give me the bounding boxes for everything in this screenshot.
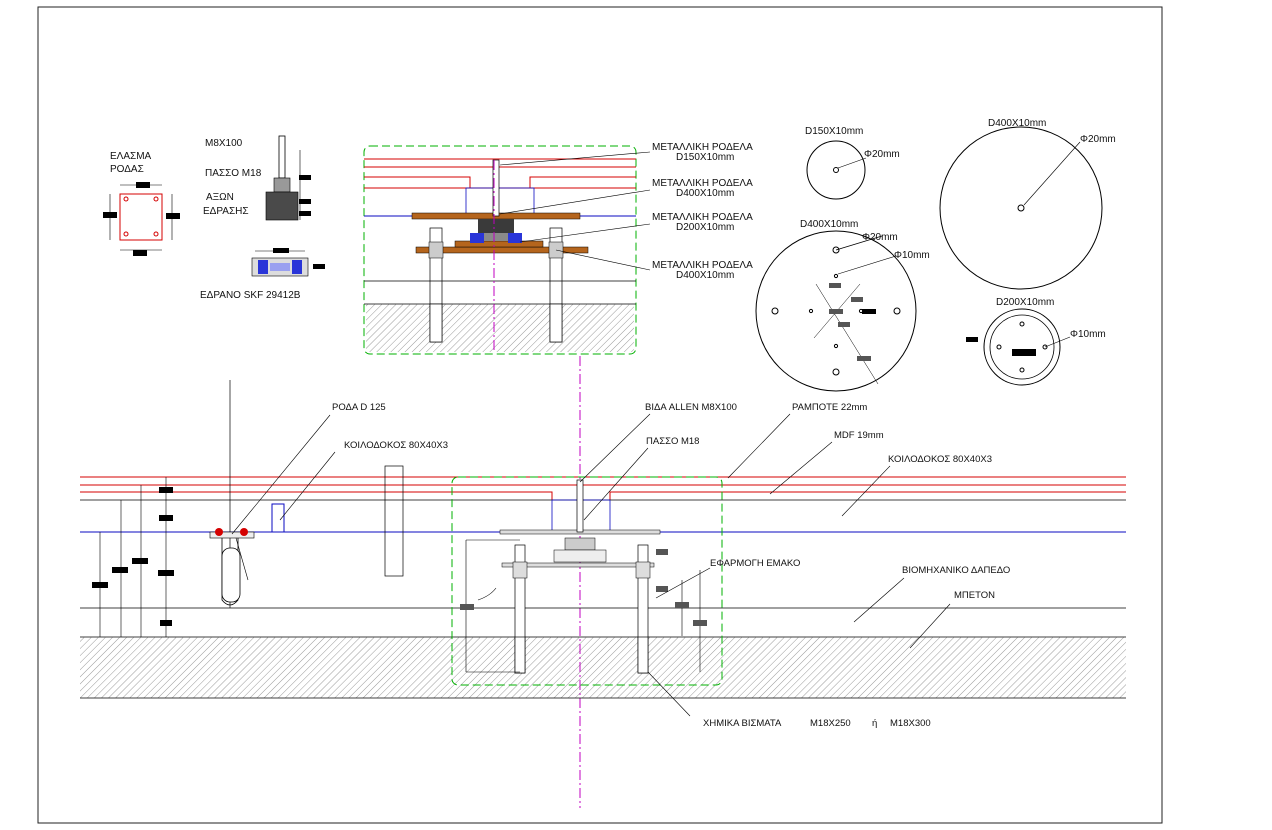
elasma-title: ΕΛΑΣΜΑ bbox=[110, 151, 152, 162]
washer-d400-holes: D400X10mm Φ20mm Φ10mm bbox=[755, 219, 930, 392]
rodela3-title: ΜΕΤΑΛΛΙΚΗ ΡΟΔΕΛΑ bbox=[652, 212, 753, 223]
rodela2-size: D400X10mm bbox=[676, 188, 734, 199]
axon-label: ΑΞΩΝ bbox=[206, 192, 234, 203]
washer-d200: D200X10mm Φ10mm bbox=[966, 297, 1106, 386]
upper-section-detail bbox=[363, 145, 651, 355]
passo-small-label: ΠΑΣΣΟ M18 bbox=[205, 168, 262, 179]
koilodokos-right-label: ΚΟΙΛΟΔΟΚΟΣ 80Χ40Χ3 bbox=[888, 454, 992, 465]
c3-title: D400X10mm bbox=[800, 219, 858, 230]
c4-hole: Φ10mm bbox=[1070, 329, 1106, 340]
ximika-size2: M18X300 bbox=[890, 718, 931, 729]
rodela1-size: D150X10mm bbox=[676, 152, 734, 163]
c2-title: D400X10mm bbox=[988, 118, 1046, 129]
koilodokos-left-label: ΚΟΙΛΟΔΟΚΟΣ 80Χ40Χ3 bbox=[344, 440, 448, 451]
elasma-rodas-detail: ΕΛΑΣΜΑ ΡΟΔΑΣ bbox=[103, 151, 180, 256]
viomixaniko-label: ΒΙΟΜΗΧΑΝΙΚΟ ΔΑΠΕΔΟ bbox=[902, 565, 1010, 576]
c3-hole2: Φ10mm bbox=[894, 250, 930, 261]
rodela1-title: ΜΕΤΑΛΛΙΚΗ ΡΟΔΕΛΑ bbox=[652, 142, 753, 153]
m8x100-label: M8X100 bbox=[205, 138, 243, 149]
washer-d150: D150X10mm Φ20mm bbox=[805, 126, 900, 200]
vida-allen-label: ΒΙΔΑ ALLEN M8X100 bbox=[645, 402, 737, 413]
c2-hole: Φ20mm bbox=[1080, 134, 1116, 145]
beton-label: ΜΠΕΤΟΝ bbox=[954, 590, 995, 601]
main-section bbox=[80, 380, 1126, 717]
rampote-label: ΡΑΜΠΟΤΕ 22mm bbox=[792, 402, 867, 413]
ximika-size1: M18X250 bbox=[810, 718, 851, 729]
rodela4-size: D400X10mm bbox=[676, 270, 734, 281]
c1-hole: Φ20mm bbox=[864, 149, 900, 160]
edrano-label: ΕΔΡΑΝΟ SKF 29412B bbox=[200, 290, 301, 301]
c3-hole1: Φ20mm bbox=[862, 232, 898, 243]
washer-d400-plain: D400X10mm Φ20mm bbox=[939, 118, 1116, 290]
axon-edrasis-detail: M8X100 ΠΑΣΣΟ M18 ΑΞΩΝ ΕΔΡΑΣΗΣ ΕΔΡΑΝΟ SKF… bbox=[200, 135, 325, 301]
ximika-label: ΧΗΜΙΚΑ ΒΙΣΜΑΤΑ bbox=[703, 718, 782, 729]
roda-label: ΡΟΔΑ D 125 bbox=[332, 402, 386, 413]
efarmogi-label: ΕΦΑΡΜΟΓΗ ΕΜΑΚΟ bbox=[710, 558, 800, 569]
edrasis-label: ΕΔΡΑΣΗΣ bbox=[203, 206, 249, 217]
c4-title: D200X10mm bbox=[996, 297, 1054, 308]
rodela3-size: D200X10mm bbox=[676, 222, 734, 233]
drawing-frame bbox=[37, 6, 1163, 824]
mdf-label: MDF 19mm bbox=[834, 430, 884, 441]
ximika-or: ή bbox=[872, 718, 877, 729]
passo-big-label: ΠΑΣΣΟ M18 bbox=[646, 436, 699, 447]
elasma-subtitle: ΡΟΔΑΣ bbox=[110, 164, 144, 175]
c1-title: D150X10mm bbox=[805, 126, 863, 137]
rodela2-title: ΜΕΤΑΛΛΙΚΗ ΡΟΔΕΛΑ bbox=[652, 178, 753, 189]
rodela4-title: ΜΕΤΑΛΛΙΚΗ ΡΟΔΕΛΑ bbox=[652, 260, 753, 271]
